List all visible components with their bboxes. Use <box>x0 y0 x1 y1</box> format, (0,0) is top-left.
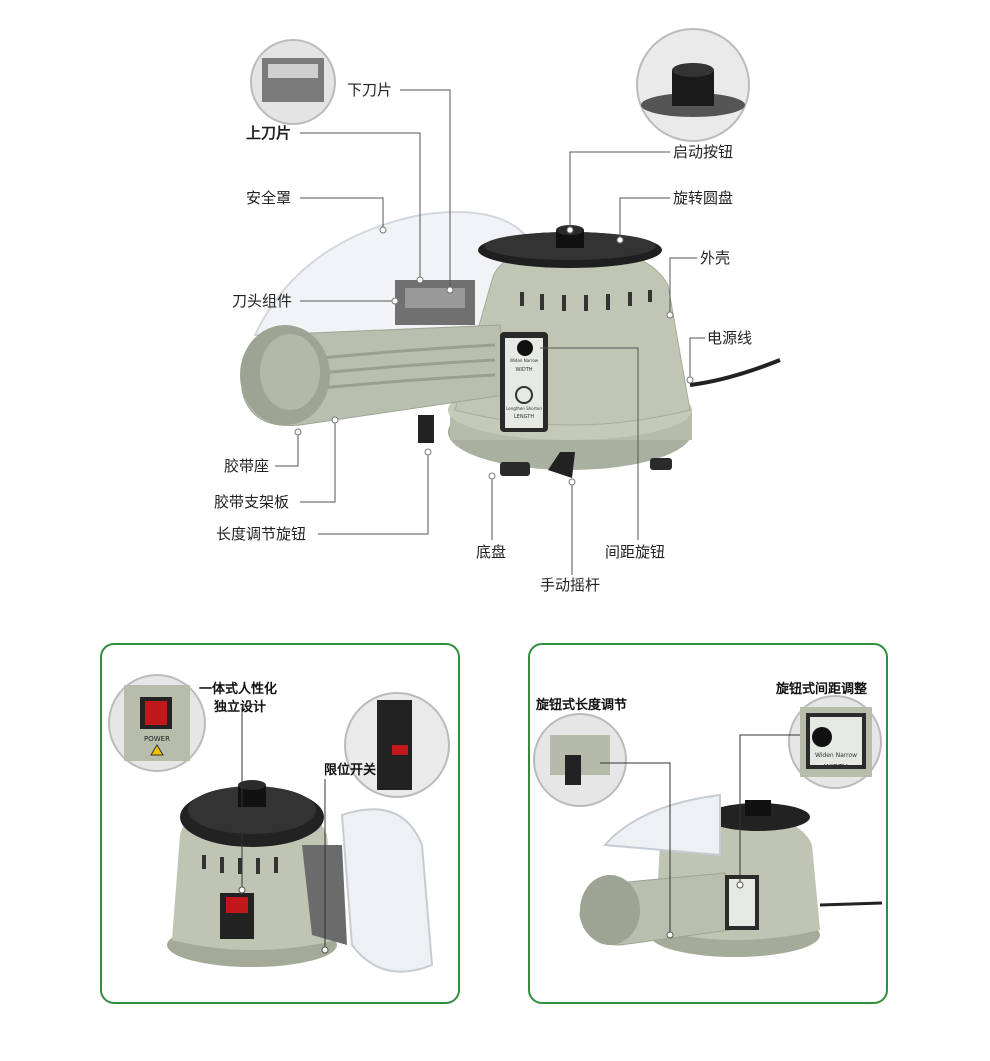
label-limit-switch: 限位开关 <box>324 763 377 778</box>
inset-width: WIDTH <box>824 763 848 771</box>
knob-adjustment-illustration <box>533 695 883 957</box>
label-lower-blade: 下刀片 <box>347 81 393 99</box>
panel-lengthen-shorten: Lengthen Shorten <box>506 406 542 411</box>
label-safety-cover: 安全罩 <box>246 189 292 207</box>
label-rotary-disc: 旋转圆盘 <box>673 189 734 207</box>
label-upper-blade: 上刀片 <box>246 124 292 142</box>
label-power-cord: 电源线 <box>707 329 753 347</box>
panel-knob-adjustment: Widen Narrow WIDTH 旋钮式长度调节 旋钮式间距调整 <box>528 643 888 1004</box>
inset-widen-narrow: Widen Narrow <box>814 752 858 759</box>
label-integrated-line1: 一体式人性化 <box>199 682 278 697</box>
label-tape-bracket: 胶带支架板 <box>214 493 290 511</box>
label-length-knob: 长度调节旋钮 <box>216 525 307 543</box>
label-hand-lever: 手动摇杆 <box>540 576 601 594</box>
label-integrated-line2: 独立设计 <box>214 700 267 715</box>
label-tape-holder: 胶带座 <box>224 457 270 475</box>
panel-width: WIDTH <box>515 367 533 373</box>
panel-widen-narrow: Widen Narrow <box>509 358 539 363</box>
top-diagram: Widen Narrow WIDTH Lengthen Shorten LENG… <box>214 28 781 594</box>
power-label: POWER <box>144 735 170 743</box>
label-knob-length: 旋钮式长度调节 <box>536 698 628 713</box>
label-housing: 外壳 <box>700 249 731 267</box>
integrated-design-illustration <box>108 674 450 973</box>
label-start-button: 启动按钮 <box>673 143 734 161</box>
label-knob-spacing: 旋钮式间距调整 <box>776 682 868 697</box>
label-spacing-knob: 间距旋钮 <box>605 543 666 561</box>
panel-integrated-design: POWER 一体式人性化 独立设计 限位开关 <box>100 643 460 1004</box>
label-base: 底盘 <box>476 543 507 561</box>
tape-dispenser-illustration <box>240 28 781 575</box>
panel-length: LENGTH <box>513 414 535 420</box>
label-blade-assembly: 刀头组件 <box>232 292 293 310</box>
